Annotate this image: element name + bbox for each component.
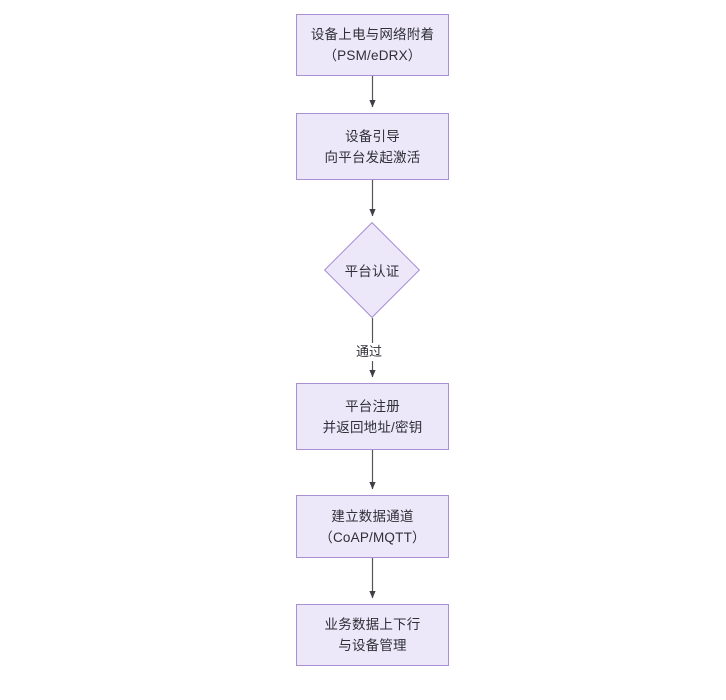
- node-platform-register-line-2: 并返回地址/密钥: [322, 419, 423, 435]
- node-platform-register[interactable]: 平台注册 并返回地址/密钥: [296, 383, 449, 450]
- node-service-data-line-1: 业务数据上下行: [324, 617, 421, 632]
- edge-label-pass: 通过: [353, 343, 386, 361]
- node-platform-auth-label: 平台认证: [344, 264, 400, 279]
- node-power-on-line-1: 设备上电与网络附着: [310, 27, 435, 42]
- node-power-on-line-2: （PSM/eDRX）: [323, 48, 422, 63]
- node-service-data[interactable]: 业务数据上下行 与设备管理: [296, 604, 449, 666]
- node-platform-register-line-1: 平台注册: [345, 398, 400, 414]
- node-data-channel-line-1: 建立数据通道: [331, 508, 414, 524]
- node-platform-auth[interactable]: 平台认证: [323, 221, 421, 319]
- node-bootstrap-line-2: 向平台发起激活: [324, 149, 421, 165]
- node-data-channel[interactable]: 建立数据通道 （CoAP/MQTT）: [296, 495, 449, 558]
- node-power-on[interactable]: 设备上电与网络附着 （PSM/eDRX）: [296, 14, 449, 76]
- node-bootstrap-line-1: 设备引导: [345, 128, 400, 144]
- node-data-channel-line-2: （CoAP/MQTT）: [319, 529, 426, 545]
- node-service-data-line-2: 与设备管理: [338, 638, 407, 653]
- node-bootstrap[interactable]: 设备引导 向平台发起激活: [296, 113, 449, 180]
